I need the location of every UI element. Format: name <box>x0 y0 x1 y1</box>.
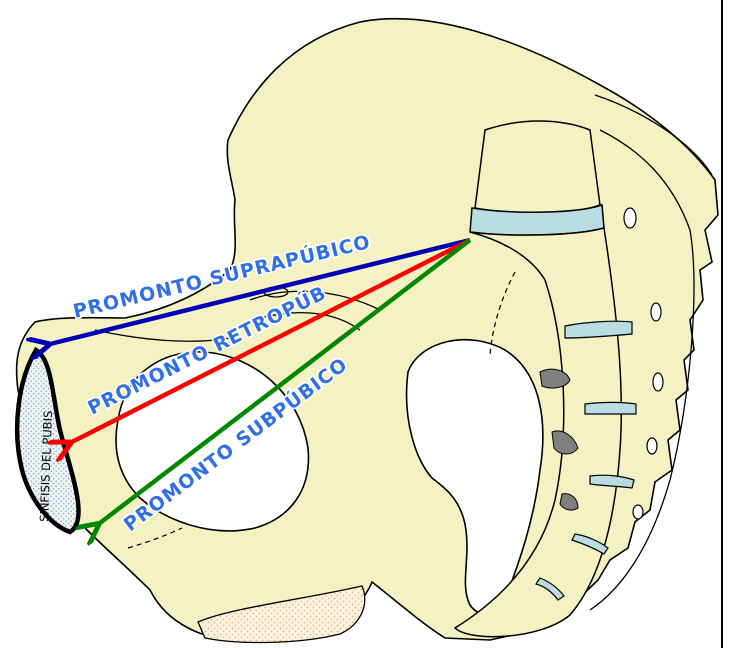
posterior-foramen-4 <box>647 438 657 454</box>
posterior-foramen-5 <box>633 505 643 519</box>
sacral-disc-2 <box>585 403 636 415</box>
posterior-foramen-3 <box>653 373 663 391</box>
posterior-foramen-1 <box>624 208 636 228</box>
posterior-foramen-2 <box>651 303 661 321</box>
vertebra-body <box>475 121 600 213</box>
sacral-disc-1 <box>565 321 632 338</box>
